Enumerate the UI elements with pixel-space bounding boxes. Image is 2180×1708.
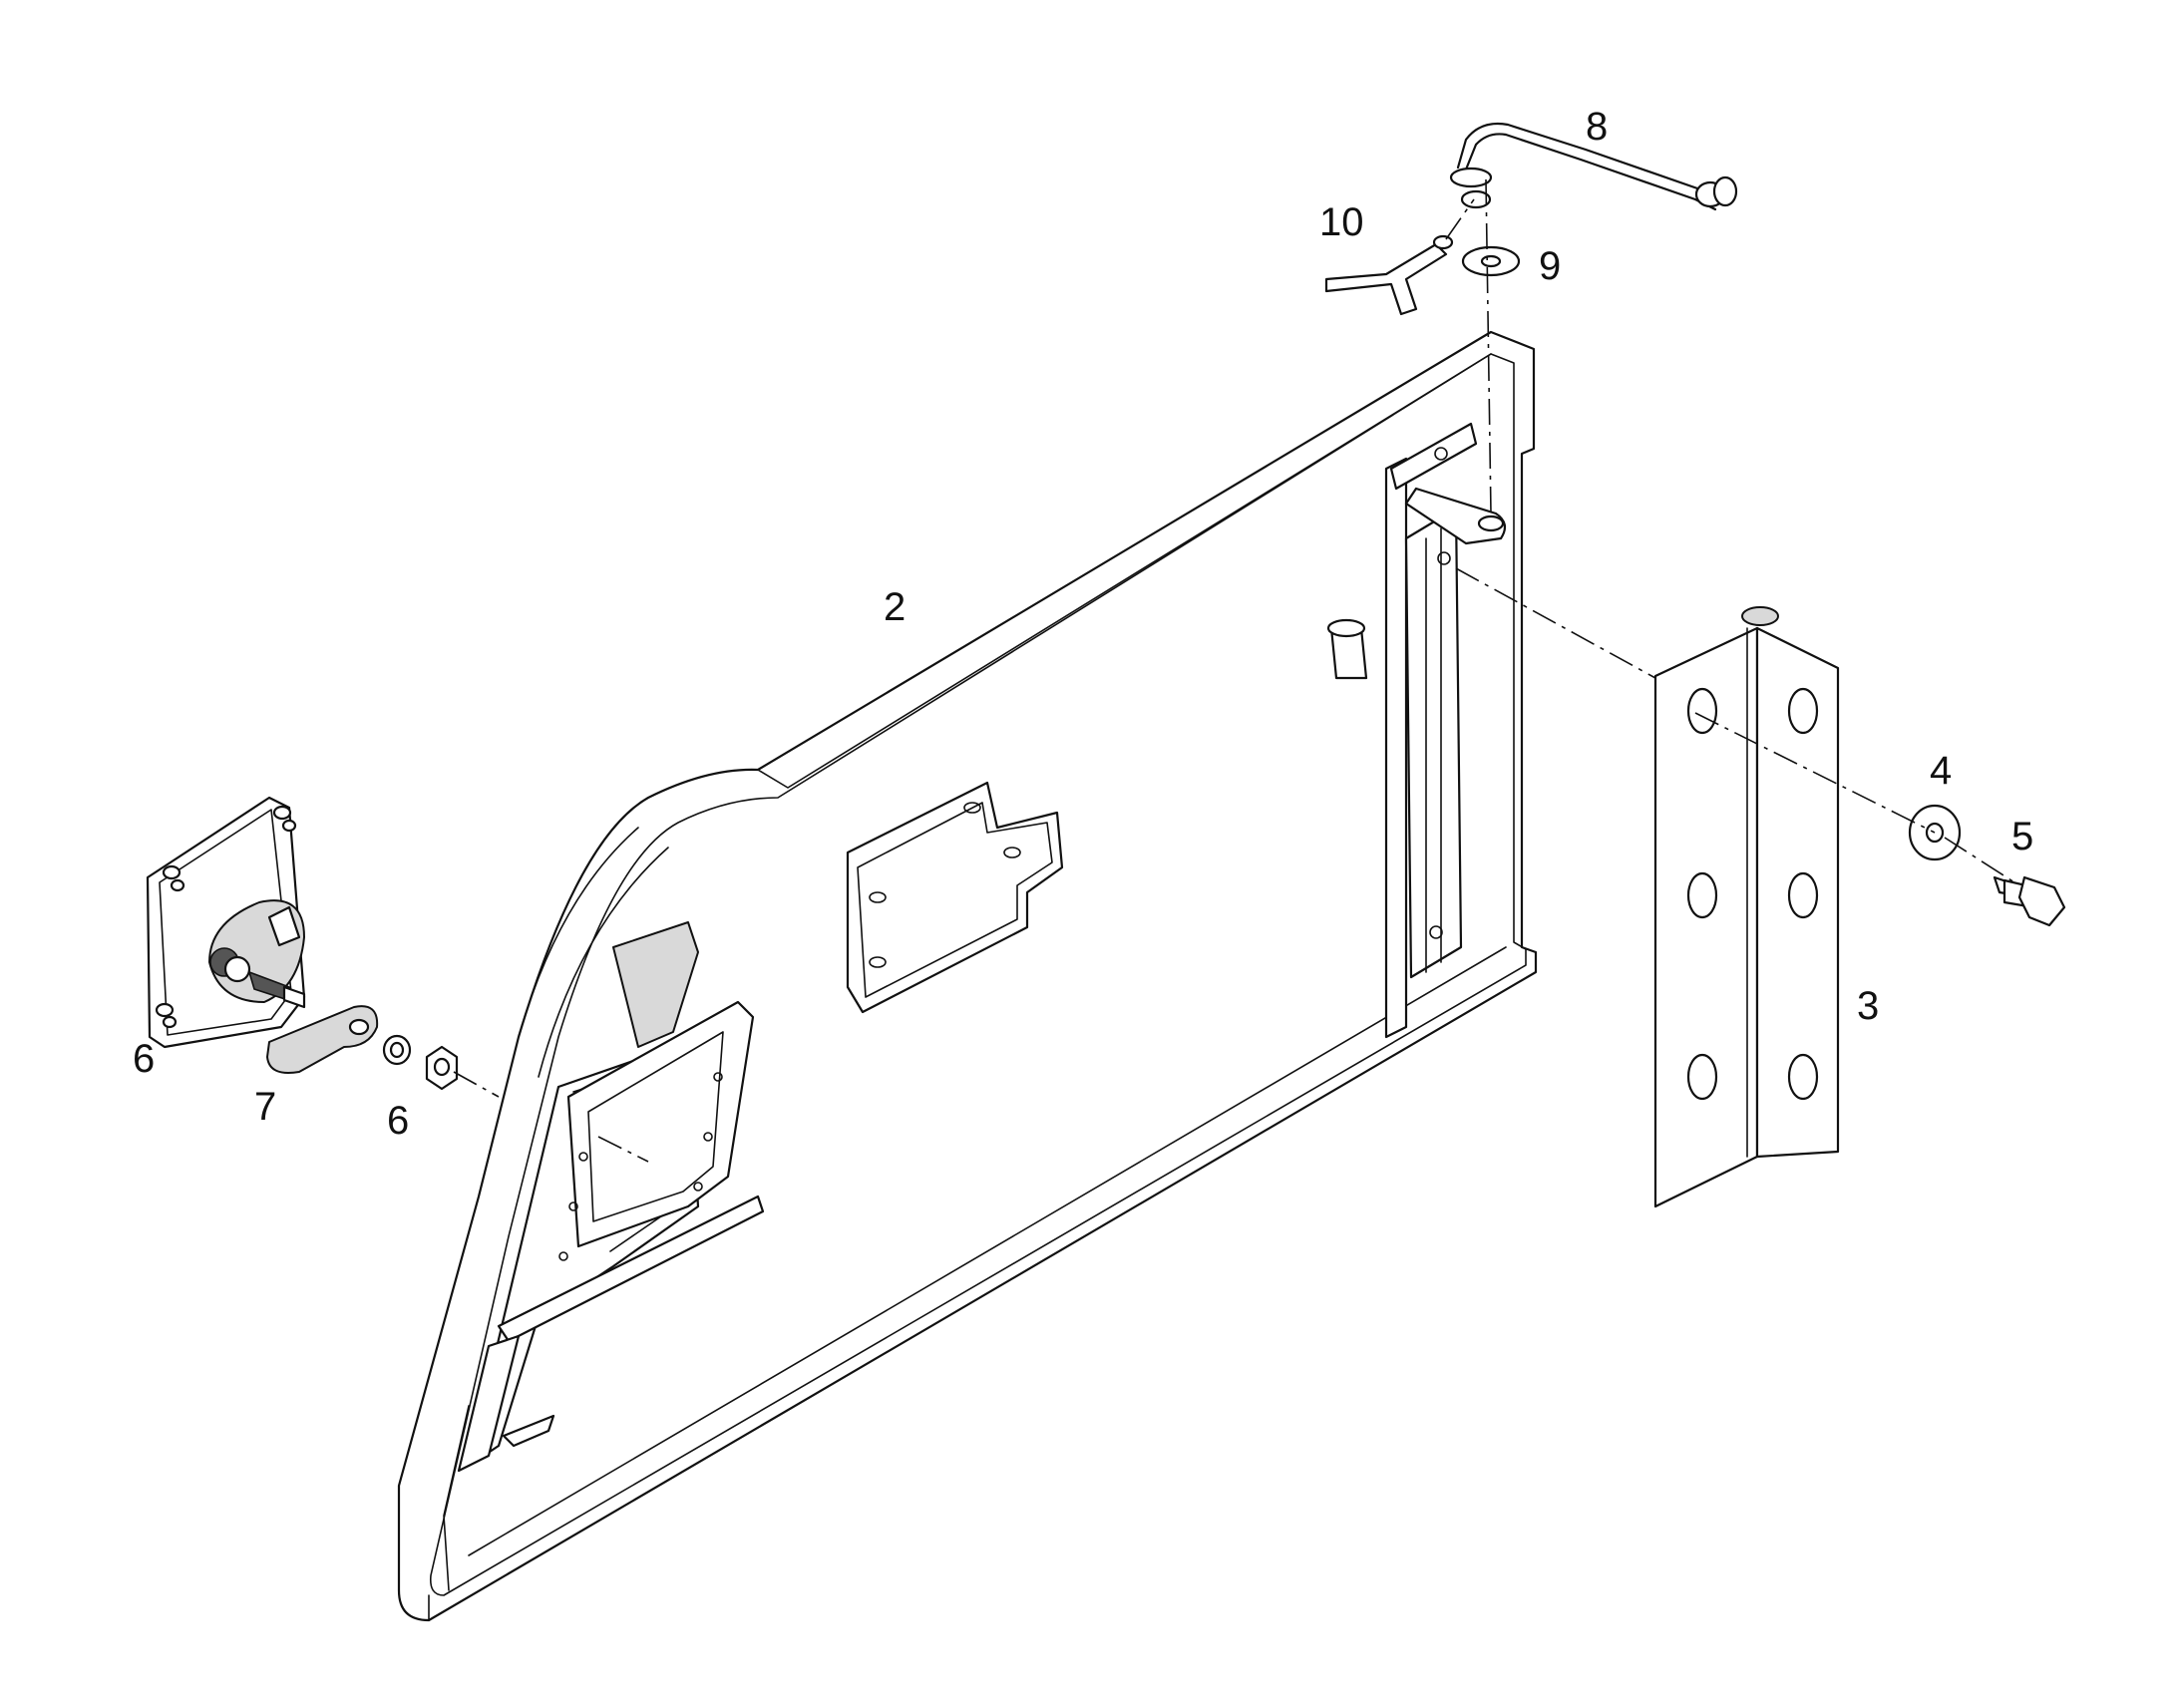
hinge-angle	[1653, 606, 1840, 1208]
callout-6-nut: 6	[387, 1099, 409, 1143]
latch-nut	[382, 1034, 459, 1091]
rod-washer	[1461, 245, 1521, 277]
callout-4: 4	[1930, 749, 1952, 793]
door-panel	[397, 330, 1538, 1622]
callout-labels: 2 3 4 5 6 6 7 8 9 10	[133, 105, 2033, 1143]
assembly-lines	[453, 178, 2015, 1163]
callout-2: 2	[884, 585, 906, 629]
bolt	[1993, 875, 2066, 927]
cotter-pin	[1324, 234, 1454, 316]
callout-5: 5	[2011, 815, 2033, 858]
callout-10: 10	[1319, 200, 1364, 244]
cam-arm	[266, 1005, 379, 1074]
callout-8: 8	[1586, 105, 1608, 149]
callout-3: 3	[1857, 984, 1879, 1028]
latch-handle	[146, 796, 306, 1049]
prop-rod	[1449, 122, 1738, 211]
callout-6-handle: 6	[133, 1037, 155, 1081]
callout-7: 7	[254, 1085, 276, 1129]
callout-9: 9	[1539, 244, 1561, 288]
